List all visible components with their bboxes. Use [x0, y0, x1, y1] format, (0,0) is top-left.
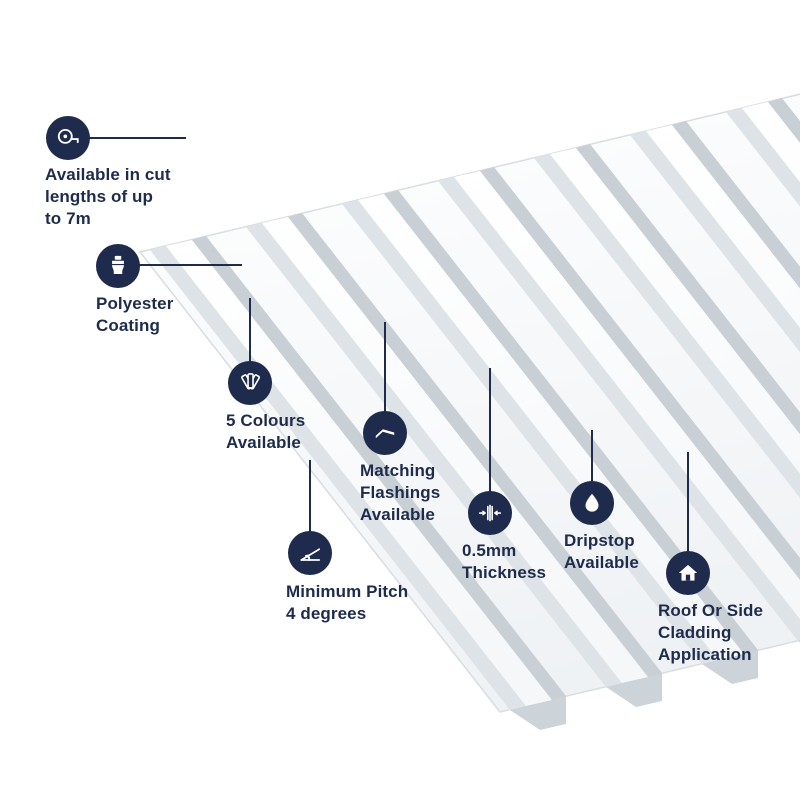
tape-measure-icon: [57, 128, 79, 144]
sheet-rib: [342, 190, 758, 664]
callout-label: Dripstop Available: [564, 531, 639, 573]
callout-label: Minimum Pitch 4 degrees: [286, 582, 409, 624]
sheet-rib: [246, 213, 662, 687]
flashing-icon: [375, 429, 395, 439]
paint-brush-icon: [112, 255, 124, 275]
sheet-ribs: [150, 98, 800, 710]
callout-line: [687, 452, 689, 554]
callout-label: 5 Colours Available: [226, 411, 306, 453]
colour-fan-icon: [241, 373, 261, 390]
callout-line: [309, 460, 311, 534]
sheet-rib: [534, 144, 800, 498]
sheet-cut-edge: [510, 640, 800, 730]
thickness-icon: [468, 491, 512, 535]
callout-label: Available in cut lengths of up to 7m: [45, 165, 171, 229]
callout-label: Matching Flashings Available: [360, 461, 441, 525]
droplet-icon: [570, 481, 614, 525]
callout-line: [88, 137, 186, 139]
sheet-rib: [438, 167, 800, 641]
thickness-icon: [478, 504, 502, 522]
tape-measure-icon: [46, 116, 90, 160]
house-icon: [678, 564, 698, 581]
callout-label: 0.5mm Thickness: [462, 541, 547, 583]
callout-line: [489, 368, 491, 494]
droplet-icon: [585, 493, 599, 512]
callout-label: Roof Or Side Cladding Application: [658, 601, 764, 665]
sheet-rib: [630, 121, 800, 353]
pitch-angle-icon: [300, 548, 321, 561]
flashing-icon: [363, 411, 407, 455]
paint-brush-icon: [96, 244, 140, 288]
pitch-angle-icon: [288, 531, 332, 575]
callout-line: [249, 298, 251, 364]
callout-line: [384, 322, 386, 414]
sheet-rib: [726, 98, 800, 207]
house-icon: [666, 551, 710, 595]
callout-label: Polyester Coating: [96, 294, 174, 336]
colour-fan-icon: [228, 361, 272, 405]
callout-line: [138, 264, 242, 266]
callout-line: [591, 430, 593, 484]
